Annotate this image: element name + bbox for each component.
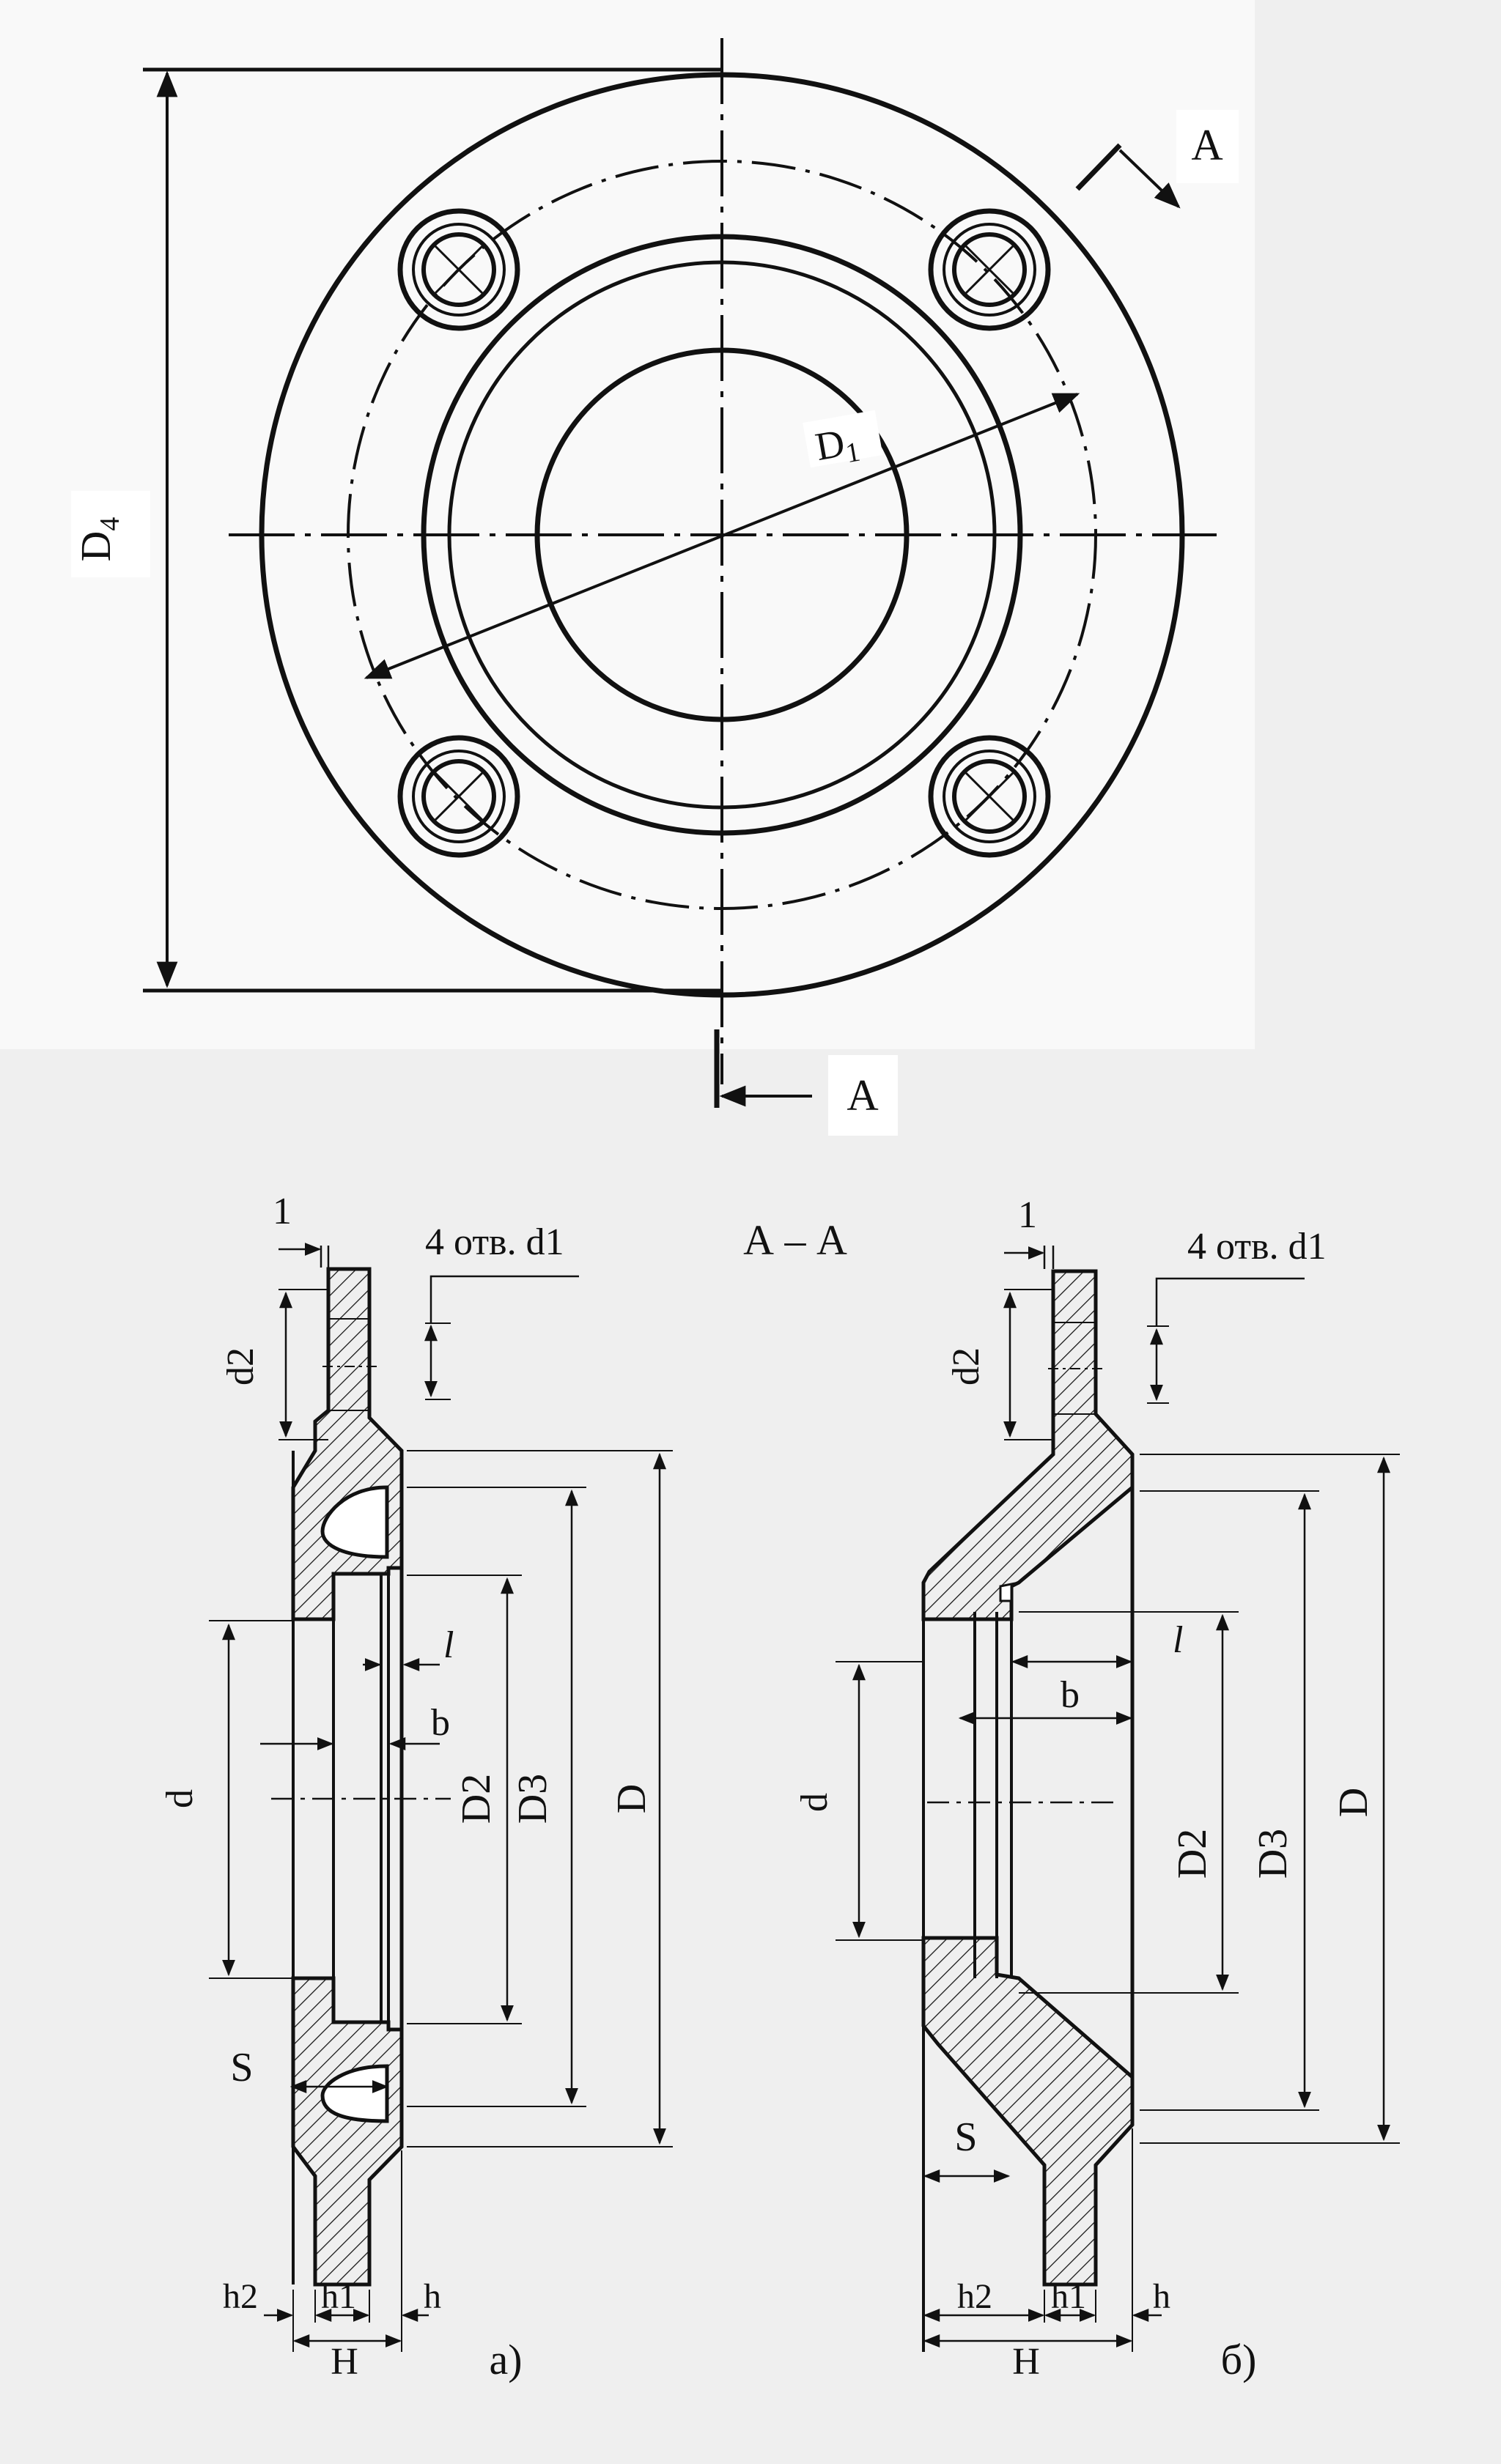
a-holes-note: 4 отв. d1 [425,1221,564,1263]
section-mark-top-box [1176,110,1239,183]
a-label-D2: D2 [454,1774,499,1824]
a-label-H: H [331,2341,358,2383]
b-label-d: d [794,1793,836,1812]
flange-b-lower [921,1936,1135,2287]
b-holes-note: 4 отв. d1 [1187,1226,1327,1268]
bolt-hole-top-right [928,208,1051,331]
d1-label-box [803,410,883,468]
section-title: А – А [743,1216,847,1264]
b-label-S: S [954,2115,977,2160]
b-label-h: h [1153,2277,1170,2316]
section-arrow-top [1118,149,1181,209]
a-label-D: D [609,1784,654,1813]
a-label-D3: D3 [510,1774,556,1824]
groove-a-lower [320,2064,389,2123]
plan-paper [0,0,1255,1049]
b-label-b: b [1061,1674,1080,1716]
bolt-hole-bottom-left [397,735,520,858]
b-label-h1: h1 [1051,2277,1086,2316]
bolt-hole-bottom-right [928,735,1051,858]
section-labels: 1 4 отв. d1 d2 d l b D2 D3 D S h2 h1 h H… [159,1191,1376,2383]
variant-b-label: б) [1221,2336,1257,2383]
section-mark-bottom: A [847,1071,878,1120]
b-label-D2: D2 [1170,1829,1215,1879]
b-label-h2: h2 [957,2277,992,2316]
d4-label-sub: 4 [95,517,125,531]
a-label-b: b [431,1702,450,1744]
leader-b-holes [1155,1277,1305,1326]
b-label-d2: d2 [945,1347,987,1385]
flange-a-lower [291,1976,404,2287]
b-label-one: 1 [1018,1194,1037,1236]
b-label-D3: D3 [1250,1829,1296,1879]
plan-view: D4 D1 A A [0,0,1255,1136]
a-label-h: h [424,2277,441,2316]
section-mark-bottom-box [828,1055,898,1136]
b-label-H: H [1012,2341,1040,2383]
b-label-l: l [1173,1619,1183,1661]
section-cut-mark-top [1075,143,1122,191]
section-mark-top: A [1191,121,1222,169]
d4-label-main: D [72,531,119,562]
a-label-h1: h1 [321,2277,356,2316]
section-variant-b [836,1246,1400,2352]
a-label-l: l [443,1624,454,1666]
a-label-one: 1 [273,1191,292,1232]
leader-a-holes [429,1275,579,1323]
d4-label: D4 [72,517,125,562]
groove-a-upper [320,1485,389,1559]
flange-b-upper [921,1269,1135,1621]
a-label-d: d [159,1789,201,1808]
b-label-D: D [1331,1788,1376,1817]
a-label-d2: d2 [220,1347,262,1385]
flange-a-upper [291,1267,404,1621]
variant-a-label: а) [489,2336,522,2383]
bolt-hole-top-left [397,208,520,331]
d4-label-box [71,491,150,577]
a-label-h2: h2 [223,2277,258,2316]
d1-dimension-line [364,393,1080,679]
section-variant-a [209,1243,673,2352]
a-label-S: S [230,2045,253,2090]
